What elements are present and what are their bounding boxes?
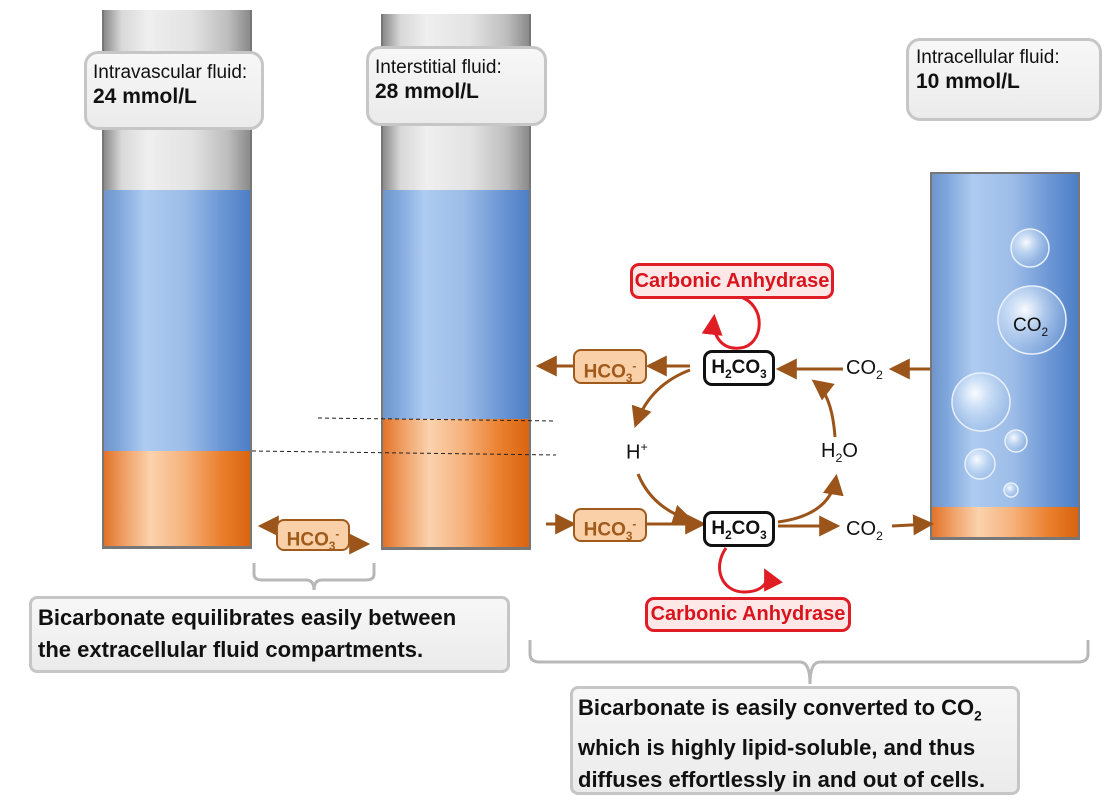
- bubble: [1004, 429, 1028, 453]
- h2co3-co-sub: 3: [760, 367, 767, 381]
- conversion-bracket: [528, 640, 1090, 685]
- intracellular-label: Intracellular fluid:: [916, 47, 1060, 68]
- h2co3-h: H: [711, 518, 726, 539]
- hco3-bottom: HCO3-: [573, 508, 647, 544]
- extracellular-bracket: [252, 563, 376, 591]
- intracellular-value: 10 mmol/L: [916, 70, 1020, 93]
- co2-sub: 2: [876, 529, 883, 543]
- carbonic-anhydrase-top: Carbonic Anhydrase: [630, 263, 834, 299]
- hco3-sub: 3: [625, 530, 633, 544]
- enzyme-curl-top: [701, 294, 761, 350]
- hco3-base: HCO: [286, 529, 329, 551]
- hco3-sup: -: [632, 518, 637, 531]
- co2-base: CO: [846, 357, 876, 379]
- hco3-exchange: HCO3-: [276, 519, 350, 554]
- interstitial-label-box: Interstitial fluid: 28 mmol/L: [366, 46, 547, 126]
- intravascular-label: Intravascular fluid:: [93, 62, 248, 83]
- bubble: [951, 372, 1011, 432]
- arrow-h-to-h2co3: [636, 473, 695, 525]
- left-caption: Bicarbonate equilibrates easily between …: [38, 605, 457, 662]
- co2-sub: 2: [1041, 325, 1049, 339]
- arrow-h2co3-to-h: [631, 368, 691, 428]
- arrow-co2-to-cell: [891, 514, 935, 536]
- h2co3-bottom: H2CO3: [703, 511, 775, 547]
- bubble: [964, 448, 996, 480]
- interstitial-tube-bicarbonate-level: [381, 419, 531, 550]
- hco3-sup: -: [335, 528, 340, 541]
- right-caption-line3: diffuses effortlessly in and out of cell…: [578, 767, 986, 793]
- intravascular-level-line: [251, 450, 557, 456]
- left-caption-box: Bicarbonate equilibrates easily between …: [29, 596, 510, 673]
- water: H2O: [821, 440, 858, 465]
- hco3-sub: 3: [328, 540, 336, 554]
- enzyme-label: Carbonic Anhydrase: [650, 603, 846, 625]
- co2-sub: 2: [876, 368, 883, 382]
- interstitial-level-line: [317, 417, 556, 422]
- intravascular-value: 24 mmol/L: [93, 85, 197, 108]
- hco3-base: HCO: [583, 519, 626, 541]
- right-caption-sub: 2: [974, 708, 982, 724]
- co2-base: CO: [1013, 315, 1042, 336]
- enzyme-label: Carbonic Anhydrase: [634, 270, 830, 292]
- water-h-sub: 2: [835, 451, 843, 465]
- arrow-h2co3-to-h2o: [777, 473, 844, 524]
- co2-bottom: CO2: [846, 518, 883, 543]
- h2co3-top: H2CO3: [703, 350, 775, 386]
- h2co3-h: H: [711, 357, 726, 378]
- intravascular-tube-blue: [102, 190, 252, 451]
- bubble: [1003, 482, 1019, 498]
- water-h: H: [821, 440, 836, 462]
- h-ion: H+: [626, 440, 648, 465]
- arrow-h2o-to-h2co3: [811, 379, 837, 438]
- enzyme-curl-bottom: [718, 547, 783, 594]
- h2co3-h-sub: 2: [725, 528, 732, 542]
- hco3-base: HCO: [583, 361, 626, 383]
- interstitial-tube-blue: [381, 190, 531, 419]
- h2co3-co: CO: [731, 357, 761, 378]
- h2co3-h-sub: 2: [725, 367, 732, 381]
- h2co3-co-sub: 3: [760, 528, 767, 542]
- h-ion-sup: +: [640, 440, 648, 454]
- right-caption-box: Bicarbonate is easily converted to CO2 w…: [570, 686, 1020, 795]
- right-caption-line1: Bicarbonate is easily converted to CO2: [578, 692, 1017, 732]
- hco3-sub: 3: [625, 372, 633, 386]
- hco3-top: HCO3-: [573, 349, 647, 386]
- carbonic-anhydrase-bottom: Carbonic Anhydrase: [645, 597, 851, 632]
- intravascular-label-box: Intravascular fluid: 24 mmol/L: [84, 51, 264, 130]
- interstitial-label: Interstitial fluid:: [375, 57, 502, 78]
- intracellular-label-box: Intracellular fluid: 10 mmol/L: [906, 38, 1102, 121]
- h2co3-co: CO: [731, 518, 761, 539]
- co2-top: CO2: [846, 357, 883, 382]
- co2-bubble: [997, 285, 1067, 355]
- h-ion-base: H: [626, 441, 641, 464]
- co2-bubble-label: CO2: [1013, 315, 1048, 339]
- water-o: O: [842, 440, 858, 462]
- co2-base: CO: [846, 518, 876, 540]
- bubble: [1010, 228, 1050, 268]
- right-caption-line2: which is highly lipid-soluble, and thus: [578, 735, 976, 761]
- hco3-sup: -: [632, 360, 637, 373]
- right-caption-line1-text: Bicarbonate is easily converted to CO: [578, 695, 975, 720]
- intravascular-tube-bicarbonate-level: [102, 451, 252, 549]
- interstitial-value: 28 mmol/L: [375, 80, 479, 103]
